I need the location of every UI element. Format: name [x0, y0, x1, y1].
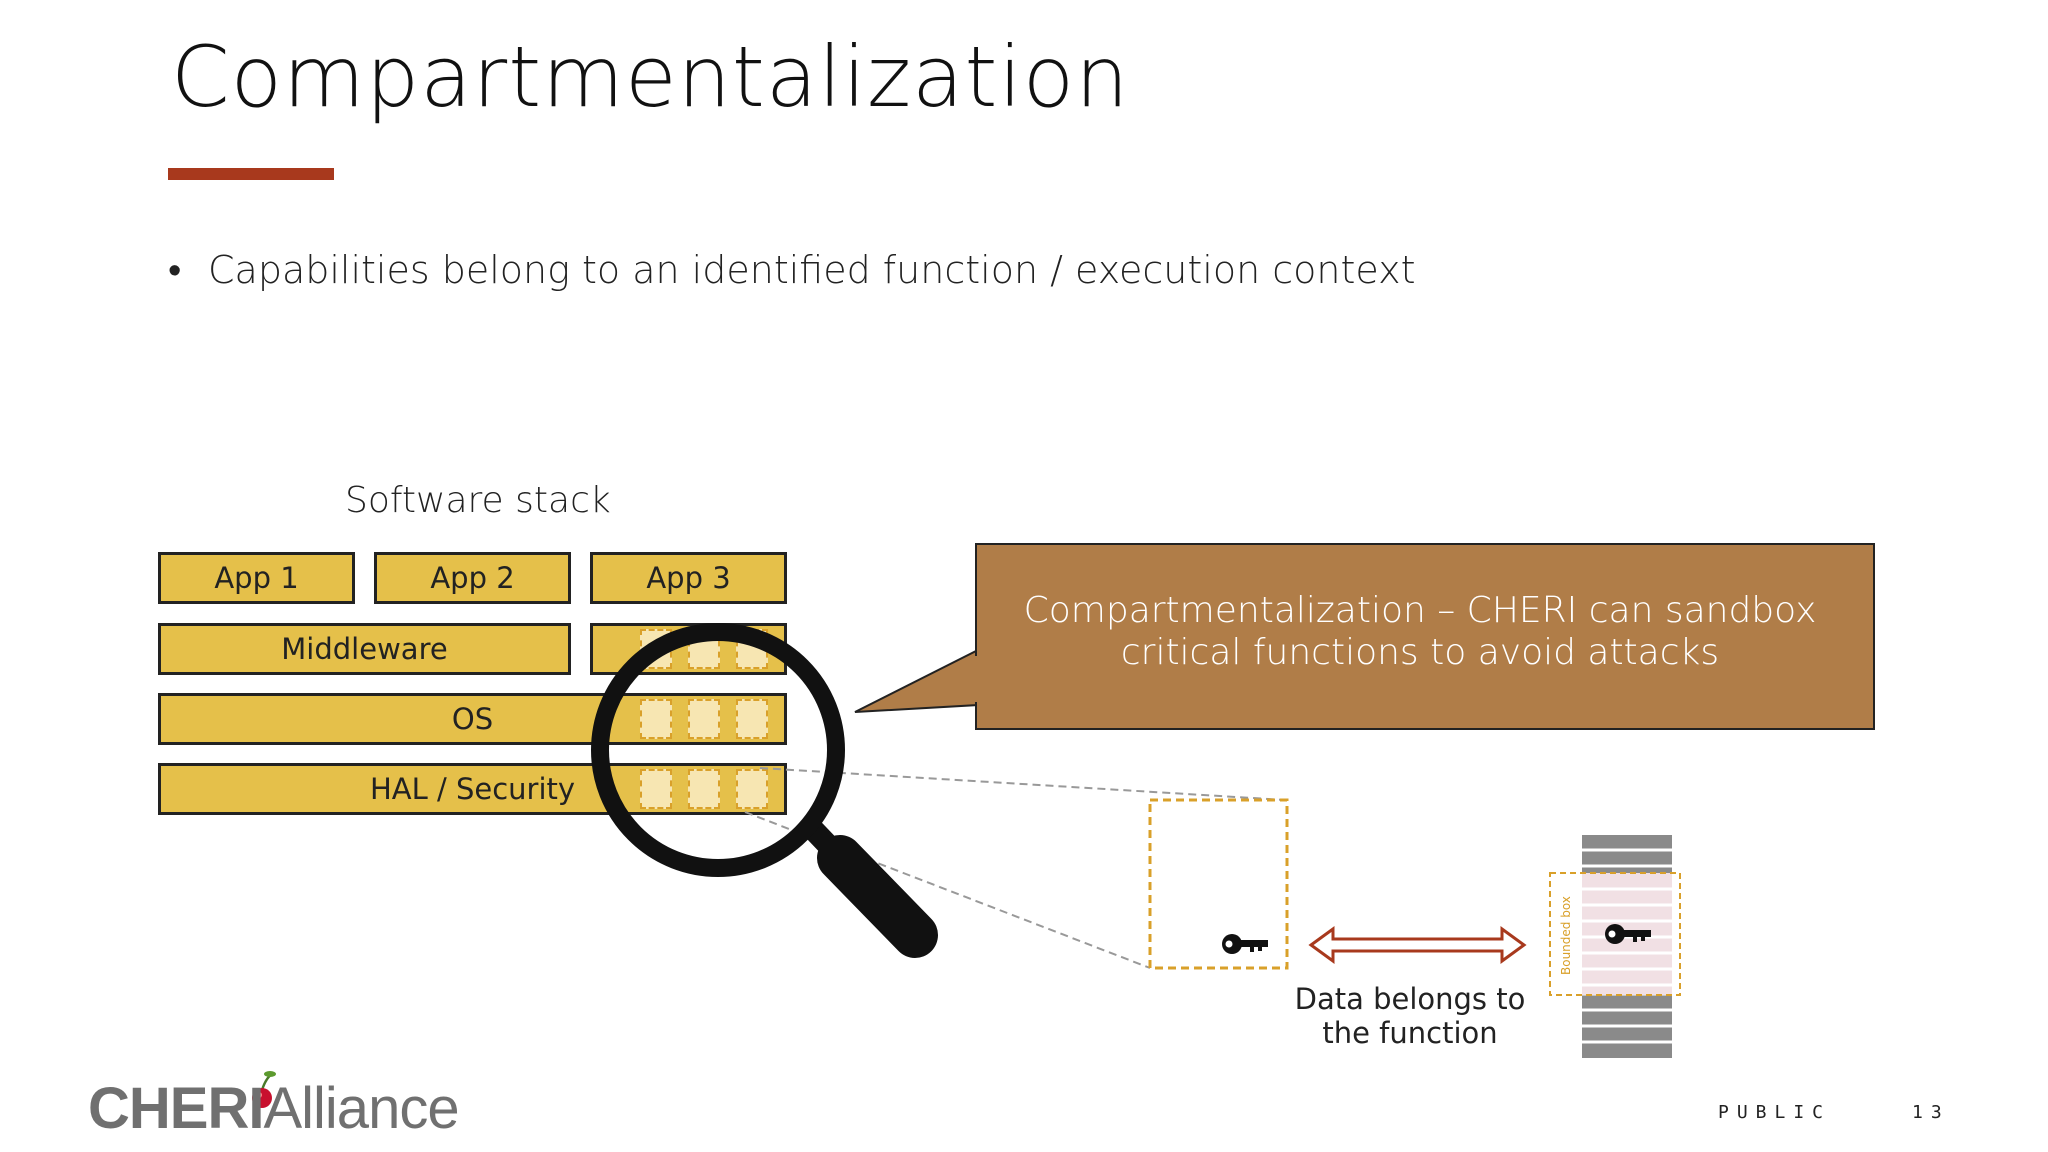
layer-middleware-label: Middleware: [281, 632, 448, 666]
key-icon: [1605, 924, 1651, 944]
bullet-dot: •: [168, 248, 182, 292]
logo-light-text: Alliance: [263, 1076, 459, 1141]
page-number: 13: [1912, 1102, 1950, 1123]
magnifier-icon: [591, 623, 938, 958]
cheri-alliance-logo: CHERIAlliance: [88, 1075, 460, 1142]
software-stack-heading: Software stack: [345, 480, 611, 521]
layer-hal-security: HAL / Security: [158, 763, 787, 815]
function-box: [1148, 798, 1289, 970]
layer-app1-label: App 1: [214, 561, 299, 595]
compartment-cell: [688, 699, 720, 739]
logo-bold-text: CHERI: [88, 1076, 264, 1141]
bullet-text: Capabilities belong to an identified fun…: [208, 248, 1416, 292]
compartment-cell: [736, 769, 768, 809]
double-arrow-icon: [1308, 926, 1527, 964]
layer-os: OS: [158, 693, 787, 745]
layer-app3-label: App 3: [646, 561, 731, 595]
compartment-cell: [688, 769, 720, 809]
compartment-cell: [640, 699, 672, 739]
layer-middleware: Middleware: [158, 623, 571, 675]
layer-app2-label: App 2: [430, 561, 515, 595]
bounded-box-label: Bounded box: [1559, 896, 1573, 975]
slide-title: Compartmentalization: [171, 28, 1130, 126]
layer-hal-label: HAL / Security: [369, 772, 576, 806]
cherry-icon: [252, 1071, 276, 1108]
memory-stack-icon: [1549, 835, 1681, 1058]
zoom-line-top: [759, 767, 1286, 801]
compartment-cell: [640, 769, 672, 809]
layer-app2: App 2: [374, 552, 571, 604]
data-caption: Data belongs to the function: [1290, 982, 1530, 1050]
compartment-cell: [736, 699, 768, 739]
caption-line-1: Data belongs to: [1294, 982, 1526, 1016]
caption-line-2: the function: [1322, 1016, 1498, 1050]
title-underline: [168, 168, 334, 180]
key-icon: [1222, 934, 1268, 954]
callout-box: [975, 543, 1875, 730]
layer-app3: App 3: [590, 552, 787, 604]
bullet-point: • Capabilities belong to an identified fu…: [168, 248, 1415, 293]
classification-label: PUBLIC: [1718, 1102, 1832, 1123]
layer-os-label: OS: [451, 702, 494, 736]
layer-app1: App 1: [158, 552, 355, 604]
callout-pointer: [854, 648, 979, 713]
callout-text: Compartmentalization – CHERI can sandbox…: [1023, 590, 1817, 673]
